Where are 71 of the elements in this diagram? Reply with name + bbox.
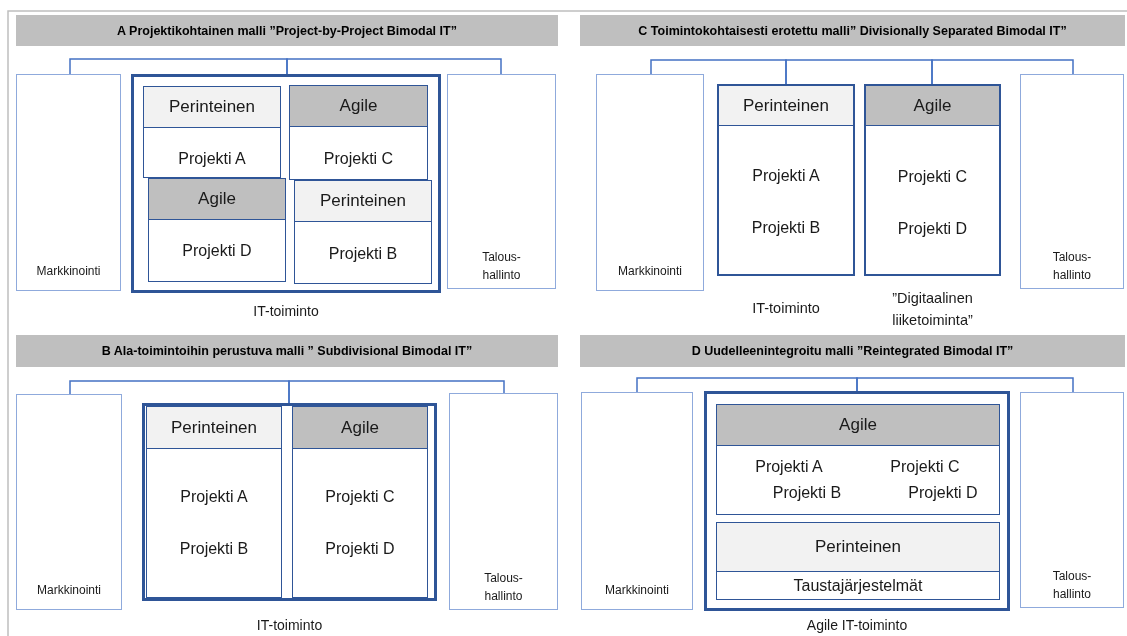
department-label: Talous- hallinto bbox=[1051, 249, 1093, 284]
section-title: C Toimintokohtaisesti erotettu malli” Divisionally Separated Bimodal IT” bbox=[638, 23, 1067, 38]
project-label: Taustajärjestelmät bbox=[792, 576, 924, 596]
connector-line bbox=[856, 377, 1074, 393]
department-label: Talous- hallinto bbox=[483, 570, 524, 605]
mode-card bbox=[146, 406, 282, 598]
department-box bbox=[581, 392, 693, 610]
section-title: A Projektikohtainen malli ”Project-by-Project Bimodal IT” bbox=[117, 23, 457, 38]
mode-card bbox=[292, 406, 428, 598]
mode-header: Agile bbox=[866, 86, 999, 126]
mode-card bbox=[143, 86, 281, 178]
mode-card bbox=[716, 522, 1000, 600]
connector-line bbox=[69, 58, 288, 75]
connector-line bbox=[288, 380, 505, 404]
project-label: Projekti B bbox=[771, 483, 843, 503]
section-title: D Uudelleenintegroitu malli ”Reintegrated Bimodal IT” bbox=[691, 344, 1014, 358]
connector-line bbox=[636, 377, 858, 393]
mode-card bbox=[294, 180, 432, 284]
department-box bbox=[1020, 74, 1124, 289]
project-label: Projekti A bbox=[179, 487, 249, 507]
mode-card bbox=[716, 404, 1000, 515]
project-label: Projekti D bbox=[181, 241, 253, 261]
department-label: Markkinointi bbox=[618, 263, 682, 280]
department-label: Markkinointi bbox=[36, 263, 101, 280]
mode-header: Perinteinen bbox=[147, 407, 281, 449]
project-label: Projekti C bbox=[324, 487, 396, 507]
unit-label: ”Digitaalinen liiketoiminta” bbox=[891, 289, 974, 330]
mode-header: Agile bbox=[717, 405, 999, 446]
mode-header: Perinteinen bbox=[717, 523, 999, 572]
department-label: Talous- hallinto bbox=[481, 249, 522, 284]
mode-header: Agile bbox=[293, 407, 427, 449]
project-label: Projekti D bbox=[896, 219, 969, 239]
connector-line bbox=[931, 59, 1074, 85]
project-label: Projekti C bbox=[896, 167, 969, 187]
title-band bbox=[16, 335, 558, 367]
project-label: Projekti C bbox=[889, 457, 961, 477]
project-label: Projekti C bbox=[322, 149, 395, 169]
connector-line bbox=[286, 58, 502, 75]
department-box bbox=[1020, 392, 1124, 608]
department-box bbox=[596, 74, 704, 291]
department-label: Talous- hallinto bbox=[1051, 568, 1093, 603]
title-band bbox=[580, 335, 1125, 367]
mode-header: Agile bbox=[149, 179, 285, 220]
mode-header: Perinteinen bbox=[295, 181, 431, 222]
section-title: B Ala-toimintoihin perustuva malli ” Subdivisional Bimodal IT” bbox=[101, 344, 473, 358]
unit-label: IT-toiminto bbox=[255, 617, 324, 634]
unit-label: IT-toiminto bbox=[751, 299, 821, 318]
project-label: Projekti A bbox=[177, 149, 247, 169]
project-label: Projekti D bbox=[324, 539, 396, 559]
department-label: Markkinointi bbox=[37, 582, 101, 599]
unit-label: Agile IT-toiminto bbox=[805, 617, 909, 634]
project-label: Projekti D bbox=[907, 483, 979, 503]
department-box bbox=[449, 393, 558, 610]
department-label: Markkinointi bbox=[605, 582, 669, 599]
mode-header: Perinteinen bbox=[719, 86, 853, 126]
project-label: Projekti B bbox=[750, 218, 822, 238]
project-label: Projekti A bbox=[751, 166, 821, 186]
mode-card bbox=[289, 85, 428, 180]
title-band bbox=[16, 15, 558, 46]
mode-card bbox=[148, 178, 286, 282]
department-box bbox=[16, 394, 122, 610]
unit-label: IT-toiminto bbox=[252, 303, 320, 320]
project-label: Projekti A bbox=[754, 457, 824, 477]
title-band bbox=[580, 15, 1125, 46]
project-label: Projekti B bbox=[178, 539, 250, 559]
department-box bbox=[16, 74, 121, 291]
department-box bbox=[447, 74, 556, 289]
mode-header: Perinteinen bbox=[144, 87, 280, 128]
project-label: Projekti B bbox=[327, 244, 399, 264]
mode-header: Agile bbox=[290, 86, 427, 127]
connector-line bbox=[785, 59, 933, 85]
